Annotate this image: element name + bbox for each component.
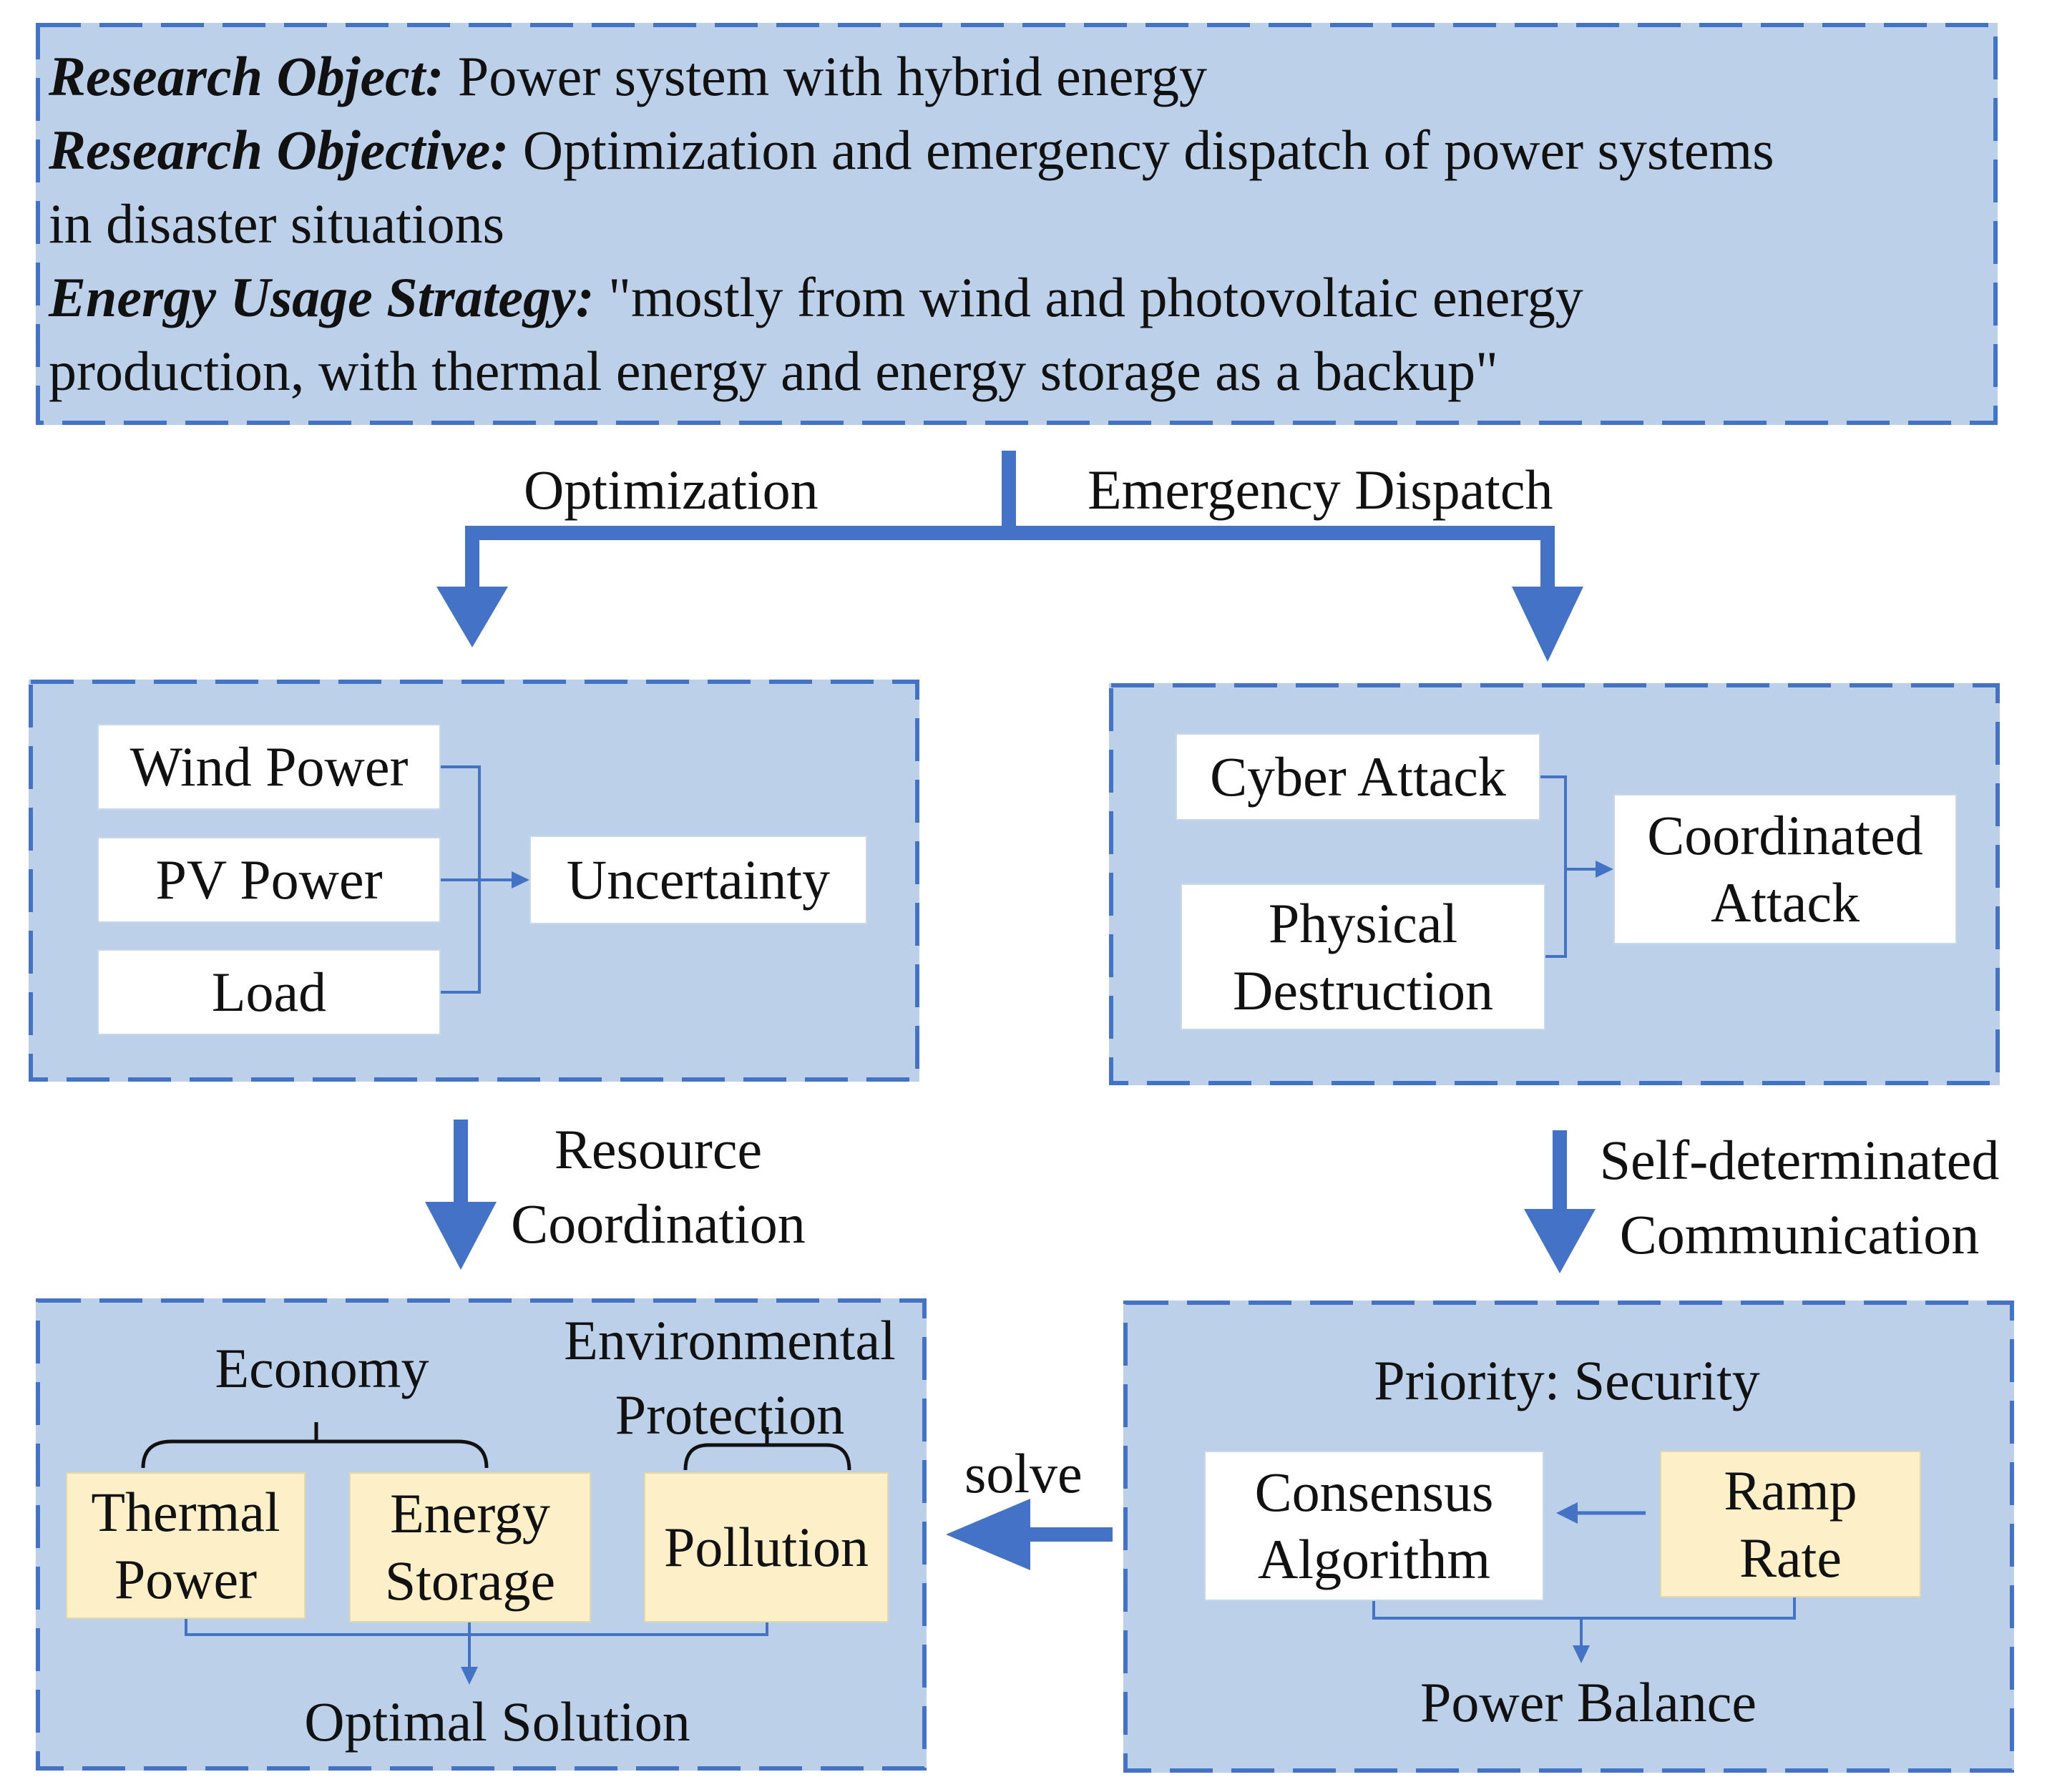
energy-strategy-text: "mostly from wind and photovoltaic energ… — [594, 266, 1583, 328]
self-determinated-communication-label-2: Communication — [1619, 1203, 1980, 1265]
optimization-branch-label: Optimization — [524, 459, 819, 521]
coordinated-attack-label-2: Attack — [1711, 871, 1860, 934]
research-objective-label: Research Objective: — [49, 119, 509, 181]
research-objective-text: Optimization and emergency dispatch of p… — [509, 119, 1774, 181]
physical-destruction-label-1: Physical — [1268, 891, 1458, 954]
thermal-power-label-2: Power — [114, 1547, 258, 1610]
ramp-rate-label-1: Ramp — [1724, 1459, 1857, 1522]
research-object-line: Research Object: Power system with hybri… — [49, 44, 1207, 109]
energy-storage-box: Energy Storage — [349, 1472, 591, 1622]
pollution-box: Pollution — [644, 1472, 889, 1622]
economy-label: Economy — [215, 1337, 429, 1399]
solve-label: solve — [964, 1442, 1083, 1504]
consensus-algorithm-label-1: Consensus — [1254, 1461, 1494, 1524]
cyber-attack-label: Cyber Attack — [1210, 745, 1506, 808]
wind-power-label: Wind Power — [130, 735, 409, 798]
energy-storage-label-2: Storage — [384, 1549, 556, 1612]
ramp-rate-box: Ramp Rate — [1660, 1451, 1921, 1597]
load-box: Load — [97, 949, 441, 1035]
physical-destruction-label-2: Destruction — [1233, 959, 1493, 1022]
wind-power-box: Wind Power — [97, 724, 441, 810]
self-determinated-communication-label-1: Self-determinated — [1599, 1129, 2000, 1191]
energy-strategy-text-cont: production, with thermal energy and ener… — [49, 340, 1498, 402]
environmental-protection-label-2: Protection — [615, 1384, 845, 1446]
emergency-dispatch-branch-label: Emergency Dispatch — [1088, 459, 1553, 521]
energy-storage-label-1: Energy — [390, 1482, 550, 1545]
coordinated-attack-box: Coordinated Attack — [1613, 794, 1957, 944]
research-summary-panel: Research Object: Power system with hybri… — [36, 23, 1998, 425]
optimal-solution-label: Optimal Solution — [304, 1690, 690, 1753]
resource-coordination-label-1: Resource — [554, 1118, 763, 1180]
consensus-algorithm-label-2: Algorithm — [1258, 1528, 1490, 1590]
coordinated-attack-label-1: Coordinated — [1647, 804, 1923, 867]
power-balance-label: Power Balance — [1420, 1671, 1757, 1733]
resource-coordination-label: Resource Coordination — [458, 1112, 859, 1261]
energy-strategy-label: Energy Usage Strategy: — [49, 266, 595, 328]
research-objective-text-cont: in disaster situations — [49, 192, 504, 255]
ramp-rate-label-2: Rate — [1739, 1526, 1842, 1589]
optimization-arrowhead — [436, 587, 508, 647]
solve-arrowhead — [946, 1499, 1030, 1570]
environmental-protection-label: Environmental Protection — [537, 1303, 923, 1452]
pv-power-label: PV Power — [155, 848, 383, 911]
uncertainty-box: Uncertainty — [529, 836, 867, 924]
thermal-power-box: Thermal Power — [66, 1472, 306, 1619]
priority-security-label: Priority: Security — [1374, 1349, 1760, 1411]
load-label: Load — [211, 961, 327, 1024]
environmental-protection-label-1: Environmental — [564, 1309, 896, 1371]
physical-destruction-box: Physical Destruction — [1181, 883, 1545, 1030]
energy-strategy-line: Energy Usage Strategy: "mostly from wind… — [49, 265, 1583, 330]
resource-coordination-label-2: Coordination — [511, 1193, 806, 1255]
cyber-attack-box: Cyber Attack — [1176, 733, 1540, 821]
self-determinated-communication-label: Self-determinated Communication — [1567, 1123, 2032, 1272]
emergency-dispatch-arrowhead — [1512, 587, 1583, 662]
thermal-power-label-1: Thermal — [91, 1480, 280, 1543]
branch-split-line — [465, 526, 1555, 615]
pollution-label: Pollution — [663, 1516, 869, 1579]
uncertainty-label: Uncertainty — [566, 848, 831, 911]
pv-power-box: PV Power — [97, 837, 441, 923]
research-object-label: Research Object: — [49, 45, 444, 107]
research-object-text: Power system with hybrid energy — [444, 45, 1207, 107]
research-objective-line: Research Objective: Optimization and eme… — [49, 118, 1774, 182]
consensus-algorithm-box: Consensus Algorithm — [1204, 1451, 1544, 1601]
